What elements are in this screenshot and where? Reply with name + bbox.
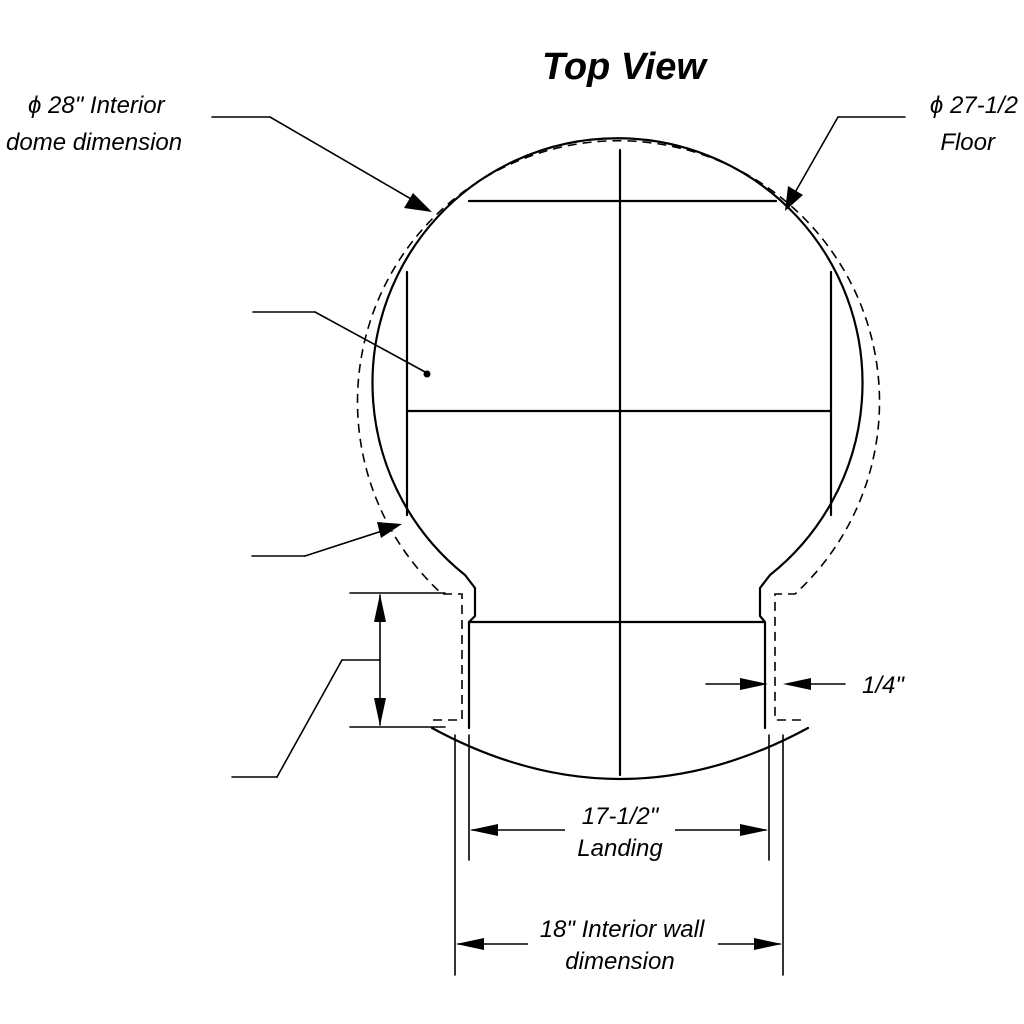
- gap-label: 1/4": [862, 672, 905, 699]
- floor-dimension-leader: [785, 116, 906, 211]
- landing-caption: Landing: [577, 835, 663, 862]
- floor-panel-grid: [405, 148, 833, 777]
- drawing-title: Top View: [542, 46, 708, 88]
- floor-dimension-label: ϕ 27-1/2: [930, 92, 1018, 119]
- gap-dimension: [705, 678, 846, 690]
- edge-leader: [251, 522, 402, 557]
- floor-caption: Floor: [940, 129, 996, 156]
- landing-front-arc: [430, 726, 810, 780]
- dome-dimension-label: ϕ 28" Interior: [28, 92, 166, 119]
- opening-depth-dimension: [349, 592, 446, 728]
- interior-dome-outline: [356, 139, 881, 721]
- wall-width-dimension: [456, 914, 782, 976]
- extension-lines: [454, 734, 784, 976]
- opening-leader: [231, 659, 381, 778]
- landing-width-label: 17-1/2": [582, 803, 660, 830]
- wall-caption: dimension: [565, 948, 674, 975]
- panel-leader: [252, 311, 431, 378]
- landing-width-dimension: [470, 800, 768, 860]
- dome-dimension-caption: dome dimension: [6, 129, 182, 156]
- dome-dimension-leader: [211, 116, 432, 212]
- floor-outline: [371, 137, 864, 730]
- wall-width-label: 18" Interior wall: [540, 916, 705, 943]
